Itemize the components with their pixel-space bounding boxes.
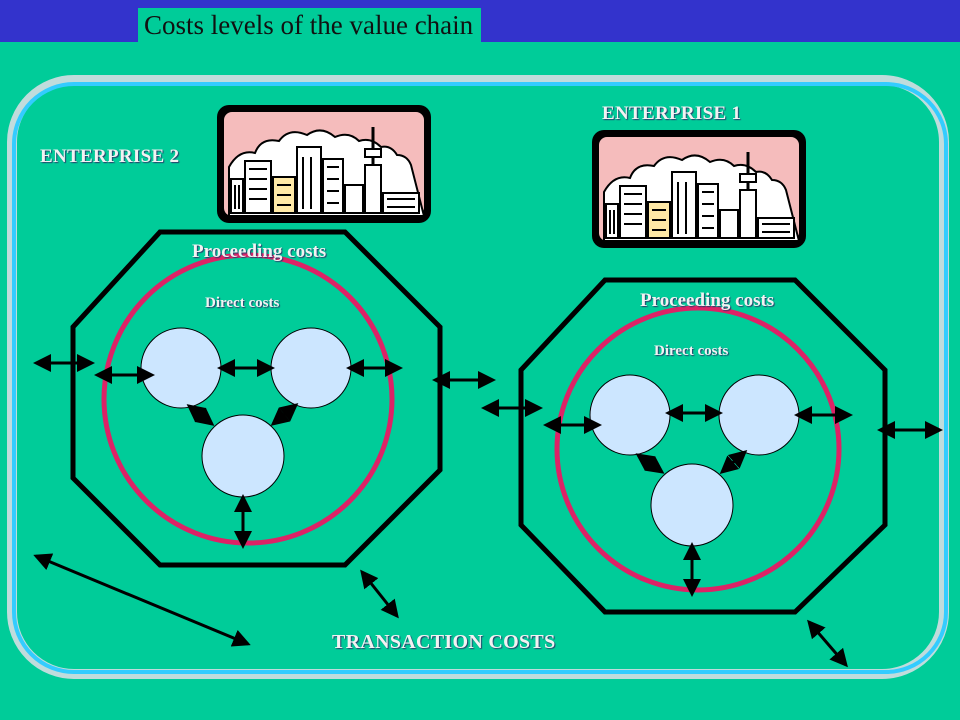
enterprise-2-direct-label: Direct costs xyxy=(205,295,280,311)
arrow xyxy=(635,453,665,474)
arrow xyxy=(719,450,748,474)
enterprise-1-boundary xyxy=(518,277,888,615)
enterprise-2-proceeding-label: Proceeding costs xyxy=(192,241,327,262)
arrow xyxy=(360,569,399,619)
arrows xyxy=(33,354,943,668)
enterprise-1-direct-label: Direct costs xyxy=(654,343,729,359)
enterprise-1-proceeding-label: Proceeding costs xyxy=(640,290,775,311)
transaction-costs-label: TRANSACTION COSTS xyxy=(332,631,556,653)
enterprise-2-label: ENTERPRISE 2 xyxy=(40,146,180,167)
city-skyline-icon xyxy=(590,128,808,250)
enterprise-1-node-b xyxy=(718,374,800,456)
page-title: Costs levels of the value chain xyxy=(138,8,482,43)
enterprise-2-node-c xyxy=(201,414,285,498)
arrow xyxy=(270,403,299,426)
arrow xyxy=(807,619,848,668)
value-chain-frame xyxy=(12,82,948,674)
city-skyline-icon xyxy=(215,103,433,225)
enterprise-1-node-c xyxy=(650,463,734,547)
enterprise-2-boundary xyxy=(70,229,443,568)
arrow xyxy=(33,553,251,647)
arrow xyxy=(186,404,215,426)
enterprise-1-node-a xyxy=(589,374,671,456)
enterprise-2-node-b xyxy=(270,327,352,409)
enterprise-2-node-a xyxy=(140,327,222,409)
enterprise-1-label: ENTERPRISE 1 xyxy=(602,103,742,124)
